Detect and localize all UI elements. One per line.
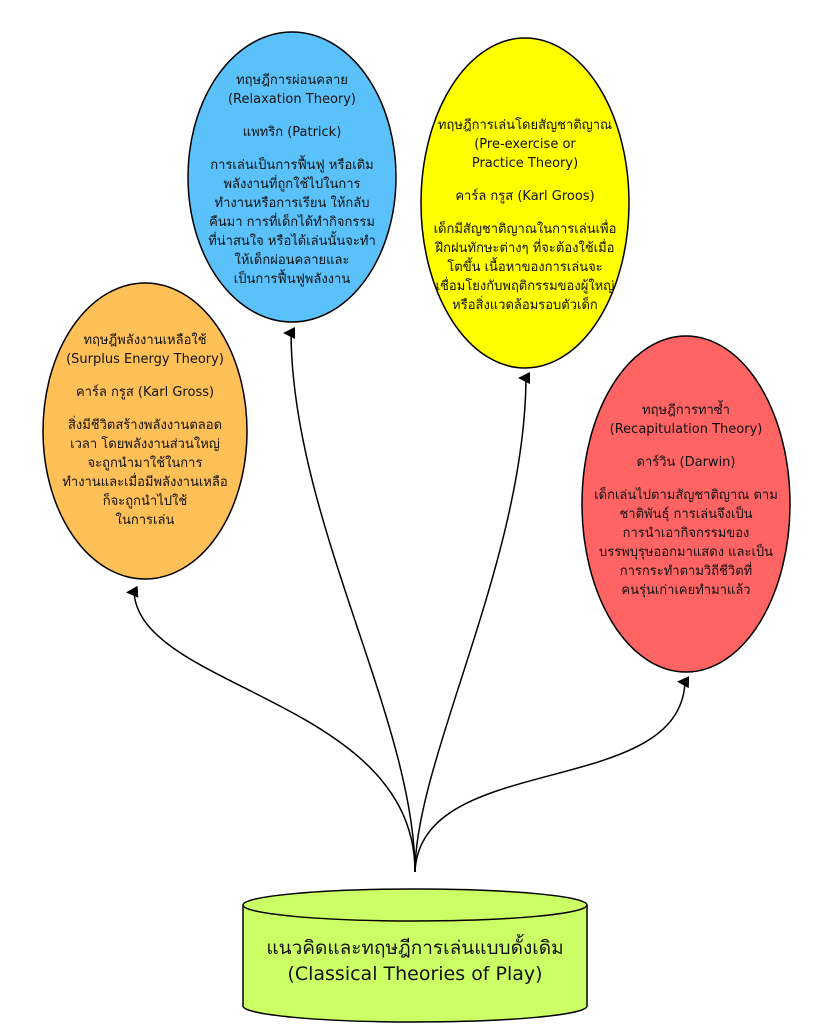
relaxation-bubble: ทฤษฎีการผ่อนคลาย (Relaxation Theory) แพท…	[192, 60, 392, 300]
recapitulation-title-en: (Recapitulation Theory)	[609, 421, 763, 437]
surplus-title-en: (Surplus Energy Theory)	[66, 351, 224, 367]
surplus-title-th: ทฤษฎีพลังงานเหลือใช้	[83, 332, 207, 348]
recapitulation-title-th: ทฤษฎีการทาซ้ำ	[642, 402, 730, 418]
root-label-en: (Classical Theories of Play)	[287, 963, 543, 985]
pre-exercise-person: คาร์ล กรูส (Karl Groos)	[455, 188, 595, 204]
root-label-th: แนวคิดและทฤษฎีการเล่นแบบดั้งเดิม	[266, 937, 564, 959]
recapitulation-ellipse	[581, 335, 791, 673]
pre-exercise-title-th: ทฤษฎีการเล่นโดยสัญชาติญาณ	[437, 117, 613, 133]
arrow-to-pre-exercise	[414, 372, 531, 873]
relaxation-person: แพทริก (Patrick)	[242, 125, 342, 140]
surplus-description: สิ่งมีชีวิตสร้างพลังงานตลอด เวลา โดยพลัง…	[62, 417, 228, 528]
pre-exercise-title-en-2: Practice Theory)	[471, 155, 579, 171]
surplus-person: คาร์ล กรูส (Karl Gross)	[75, 384, 215, 400]
pre-exercise-description: เด็กมีสัญชาติญาณในการเล่นเพื่อ ฝึกฝนทักษ…	[433, 221, 617, 313]
surplus-energy-ellipse	[42, 282, 248, 580]
recapitulation-bubble: ทฤษฎีการทาซ้ำ (Recapitulation Theory) ดา…	[580, 395, 792, 605]
pre-exercise-ellipse	[420, 37, 630, 369]
arrow-to-recapitulation	[414, 676, 690, 873]
recapitulation-description: เด็กเล่นไปตามสัญชาติญาณ ตาม ชาติพันธุ์ ก…	[594, 487, 778, 598]
relaxation-title-en: (Relaxation Theory)	[227, 92, 357, 107]
root-cylinder	[242, 888, 588, 1023]
relaxation-title-th: ทฤษฎีการผ่อนคลาย	[236, 73, 348, 88]
arrow-to-surplus-energy	[126, 585, 416, 873]
arrow-to-relaxation	[283, 326, 416, 873]
pre-exercise-bubble: ทฤษฎีการเล่นโดยสัญชาติญาณ (Pre-exercise …	[418, 110, 632, 320]
root-label: แนวคิดและทฤษฎีการเล่นแบบดั้งเดิม (Classi…	[243, 915, 587, 1007]
relaxation-ellipse	[187, 31, 397, 323]
surplus-energy-bubble: ทฤษฎีพลังงานเหลือใช้ (Surplus Energy The…	[50, 310, 240, 550]
pre-exercise-title-en-1: (Pre-exercise or	[474, 136, 576, 152]
recapitulation-person: ดาร์วิน (Darwin)	[636, 454, 736, 470]
relaxation-description: การเล่นเป็นการฟื้นฟู หรือเติม พลังงานที่…	[208, 158, 376, 287]
